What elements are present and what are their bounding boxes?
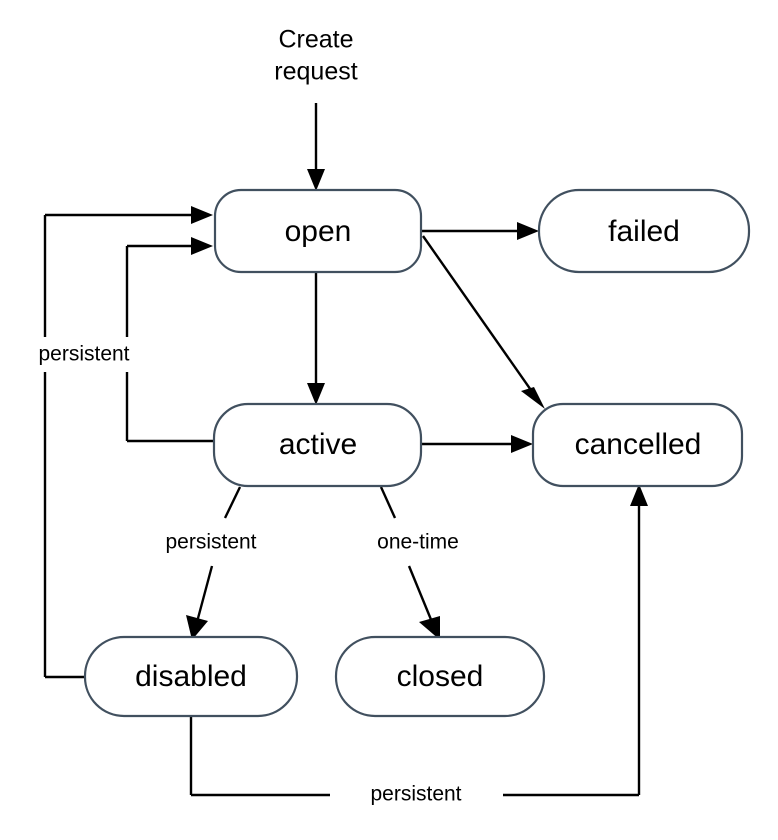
state-node-open-shape[interactable]	[213, 188, 423, 274]
start-label-line1: Create	[278, 26, 353, 54]
arrowhead-active-to-disabled	[186, 615, 208, 640]
state-node-closed-label: closed	[397, 660, 484, 693]
edge-active-to-disabled-seg-upper	[223, 486, 242, 519]
state-node-open[interactable]: open	[213, 188, 423, 274]
state-node-failed-shape[interactable]	[537, 188, 751, 274]
edge-disabled-to-open	[43, 206, 213, 679]
arrowhead-disabled-to-open	[191, 206, 213, 224]
edge-disabled-to-cancelled	[189, 484, 648, 797]
arrowhead-active-to-open	[191, 237, 213, 255]
state-node-closed-shape[interactable]	[334, 635, 546, 718]
edge-label-bottom-persistent: persistent	[370, 783, 461, 806]
state-node-disabled[interactable]: disabled	[83, 635, 299, 718]
start-label-line2: request	[274, 58, 357, 86]
arrowhead-disabled-to-cancelled	[630, 484, 648, 506]
state-node-failed[interactable]: failed	[537, 188, 751, 274]
arrowhead-active-to-cancelled	[511, 435, 533, 453]
edge-active-to-disabled	[186, 486, 242, 640]
state-node-disabled-label: disabled	[135, 660, 247, 693]
edge-active-to-closed-seg-lower	[407, 565, 434, 623]
state-node-open-label: open	[285, 215, 352, 248]
edge-active-to-open	[125, 237, 214, 443]
arrowhead-start-to-open	[307, 169, 325, 191]
state-node-closed[interactable]: closed	[334, 635, 546, 718]
edge-label-active-to-disabled: persistent	[165, 531, 256, 554]
state-node-cancelled-label: cancelled	[575, 428, 702, 461]
edge-label-left-persistent: persistent	[38, 343, 129, 366]
state-node-active-shape[interactable]	[212, 402, 423, 488]
state-node-active-label: active	[279, 428, 357, 461]
edge-active-to-closed	[379, 486, 440, 640]
edge-open-to-cancelled	[422, 235, 545, 409]
state-node-disabled-shape[interactable]	[83, 635, 299, 718]
arrowhead-open-to-cancelled	[521, 387, 545, 409]
edge-open-to-cancelled-line	[422, 235, 534, 394]
arrowhead-active-to-closed	[419, 616, 440, 640]
state-node-failed-label: failed	[608, 215, 680, 248]
edge-active-to-cancelled	[421, 435, 533, 453]
state-node-cancelled-shape[interactable]	[531, 402, 744, 488]
edge-label-active-to-closed: one-time	[377, 531, 459, 554]
edge-start-to-open	[307, 103, 325, 191]
arrowhead-open-to-failed	[517, 222, 539, 240]
arrowhead-open-to-active	[307, 383, 325, 405]
edge-open-to-failed	[421, 222, 539, 240]
edge-open-to-active	[307, 272, 325, 405]
edge-active-to-disabled-seg-lower	[195, 565, 214, 623]
edge-active-to-closed-seg-upper	[379, 486, 397, 519]
state-node-cancelled[interactable]: cancelled	[531, 402, 744, 488]
state-node-active[interactable]: active	[212, 402, 423, 488]
